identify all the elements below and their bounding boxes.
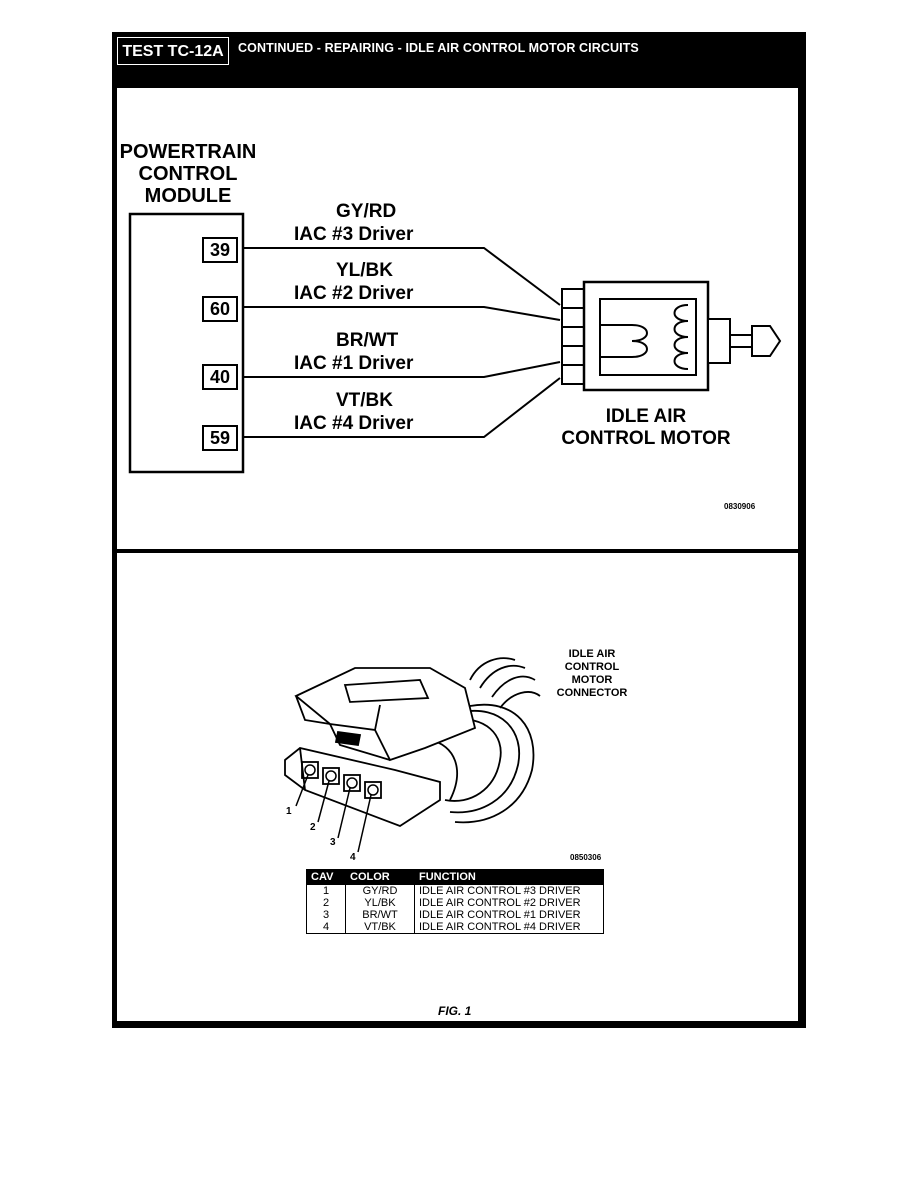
cavity-3: [346, 777, 358, 789]
cavity-1: [304, 764, 316, 776]
coil-right-icon: [673, 304, 689, 370]
cell-function: IDLE AIR CONTROL #3 DRIVER: [414, 884, 604, 897]
motor-label: IDLE AIR CONTROL MOTOR: [561, 406, 731, 449]
cavity-number-4: 4: [350, 852, 356, 863]
table-row: 3 BR/WT IDLE AIR CONTROL #1 DRIVER: [306, 909, 604, 921]
wire-function-label: IAC #3 Driver: [294, 224, 414, 245]
cell-function: IDLE AIR CONTROL #1 DRIVER: [414, 909, 604, 921]
cell-cav: 1: [306, 884, 346, 897]
cavity-function-table: CAV COLOR FUNCTION 1 GY/RD IDLE AIR CONT…: [306, 869, 604, 934]
wiring-schematic: [128, 212, 782, 474]
cell-cav: 2: [306, 897, 346, 909]
wire-color-label: GY/RD: [336, 201, 397, 222]
wire-function-label: IAC #1 Driver: [294, 353, 414, 374]
wire-br-wt: [243, 361, 561, 378]
col-header-color: COLOR: [345, 869, 415, 885]
cell-color: GY/RD: [345, 884, 415, 897]
cell-function: IDLE AIR CONTROL #2 DRIVER: [414, 897, 604, 909]
pcm-pin-39: 39: [202, 237, 238, 263]
table-header-row: CAV COLOR FUNCTION: [306, 869, 604, 885]
wire-color-label: YL/BK: [336, 260, 393, 281]
pcm-box: [128, 212, 245, 474]
wire-color-label: VT/BK: [336, 390, 393, 411]
cell-color: VT/BK: [345, 921, 415, 934]
test-id-box: TEST TC-12A: [117, 37, 229, 65]
col-header-function: FUNCTION: [414, 869, 604, 885]
motor-connector-block: [561, 288, 585, 385]
cavity-number-2: 2: [310, 822, 316, 833]
motor-inner: [599, 298, 697, 376]
cell-function: IDLE AIR CONTROL #4 DRIVER: [414, 921, 604, 934]
connector-label: IDLE AIR CONTROL MOTOR CONNECTOR: [556, 648, 628, 699]
wire-function-label: IAC #2 Driver: [294, 283, 414, 304]
pcm-pin-40: 40: [202, 364, 238, 390]
wire-color-label: BR/WT: [336, 330, 399, 351]
pcm-title: POWERTRAIN CONTROL MODULE: [119, 141, 257, 207]
wire-function-label: IAC #4 Driver: [294, 413, 414, 434]
cell-color: YL/BK: [345, 897, 415, 909]
cavity-number-1: 1: [286, 806, 292, 817]
cell-cav: 3: [306, 909, 346, 921]
pintle-icon: [751, 325, 782, 357]
col-header-cav: CAV: [306, 869, 346, 885]
connector-panel: [117, 553, 798, 1021]
page-title: CONTINUED - REPAIRING - IDLE AIR CONTROL…: [238, 41, 639, 55]
figure-code: 0830906: [724, 502, 756, 511]
cavity-number-3: 3: [330, 837, 336, 848]
cell-color: BR/WT: [345, 909, 415, 921]
cavity-2: [325, 770, 337, 782]
pcm-pin-60: 60: [202, 296, 238, 322]
pcm-pin-59: 59: [202, 425, 238, 451]
figure-caption: FIG. 1: [438, 1004, 472, 1018]
connector-figure-code: 0850306: [570, 853, 602, 862]
table-row: 4 VT/BK IDLE AIR CONTROL #4 DRIVER: [306, 921, 604, 934]
table-row: 2 YL/BK IDLE AIR CONTROL #2 DRIVER: [306, 897, 604, 909]
wire-gy-rd: [243, 247, 561, 306]
cavity-4: [367, 784, 379, 796]
cell-cav: 4: [306, 921, 346, 934]
wire-vt-bk: [243, 377, 561, 438]
wire-yl-bk: [243, 306, 561, 321]
table-row: 1 GY/RD IDLE AIR CONTROL #3 DRIVER: [306, 884, 604, 897]
coil-left-icon: [600, 324, 648, 358]
